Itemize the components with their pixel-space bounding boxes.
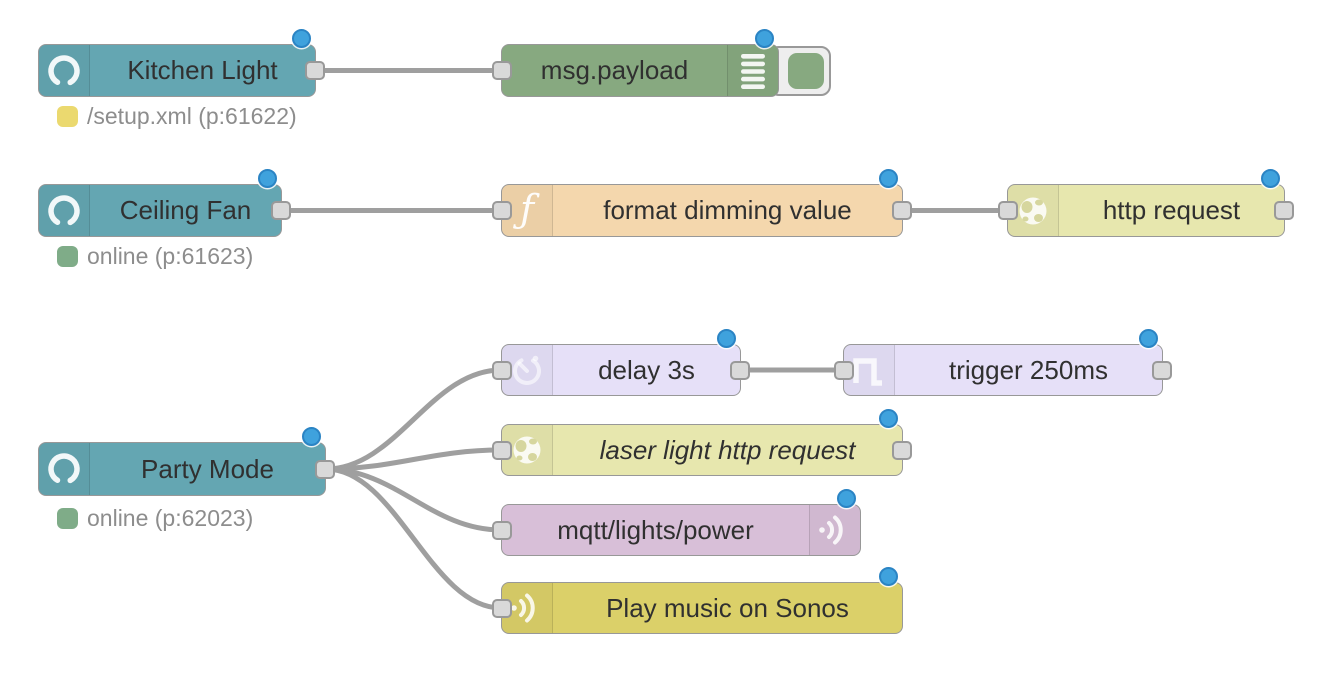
modified-indicator	[879, 169, 898, 188]
debug-list-icon	[727, 45, 778, 96]
modified-indicator	[879, 409, 898, 428]
node-label: mqtt/lights/power	[557, 514, 754, 545]
debug-toggle-button[interactable]	[769, 46, 831, 96]
modified-indicator	[755, 29, 774, 48]
modified-indicator	[292, 29, 311, 48]
modified-indicator	[1139, 329, 1158, 348]
output-port[interactable]	[1274, 201, 1294, 220]
node-delay-3s[interactable]: delay 3s	[492, 329, 750, 396]
node-kitchen-light[interactable]: Kitchen Light	[38, 29, 325, 97]
modified-indicator	[1261, 169, 1280, 188]
status-dot	[57, 246, 78, 267]
status-ceiling-fan: online (p:61623)	[57, 243, 253, 270]
node-label: Ceiling Fan	[119, 195, 252, 225]
input-port[interactable]	[492, 520, 512, 540]
node-laser-light-http-request[interactable]: laser light http request	[492, 409, 912, 476]
wire-party-to-sonos[interactable]	[323, 466, 504, 611]
status-kitchen-light: /setup.xml (p:61622)	[57, 103, 297, 130]
wire-party-to-mqtt[interactable]	[323, 466, 504, 533]
node-format-dimming-value[interactable]: ƒ format dimming value	[492, 169, 912, 237]
node-label: delay 3s	[598, 354, 695, 385]
wire-party-to-laser[interactable]	[323, 447, 504, 472]
output-port[interactable]	[305, 61, 325, 80]
node-label: Kitchen Light	[127, 55, 278, 85]
alexa-ring-icon	[39, 185, 90, 236]
svg-text:ƒ: ƒ	[513, 188, 540, 231]
node-ceiling-fan[interactable]: Ceiling Fan	[38, 169, 291, 237]
node-label: msg.payload	[540, 55, 689, 85]
alexa-ring-icon	[39, 45, 90, 96]
output-port[interactable]	[315, 459, 335, 479]
status-party-mode: online (p:62023)	[57, 505, 253, 532]
node-label: laser light http request	[599, 434, 856, 465]
input-port[interactable]	[834, 360, 854, 380]
output-port[interactable]	[1152, 360, 1172, 380]
modified-indicator	[258, 169, 277, 188]
wire-party-to-delay[interactable]	[323, 367, 504, 472]
node-label: http request	[1102, 195, 1241, 225]
node-mqtt-lights-power[interactable]: mqtt/lights/power	[492, 489, 861, 556]
node-label: format dimming value	[603, 195, 852, 225]
output-port[interactable]	[271, 201, 291, 220]
output-port[interactable]	[892, 201, 912, 220]
globe-icon	[1008, 185, 1059, 236]
status-text: /setup.xml (p:61622)	[87, 103, 297, 129]
node-play-music-on-sonos[interactable]: Play music on Sonos	[492, 567, 903, 634]
node-party-mode[interactable]: Party Mode	[38, 427, 335, 496]
node-http-request[interactable]: http request	[998, 169, 1294, 237]
debug-toggle-inner	[788, 53, 824, 89]
status-text: online (p:62023)	[87, 505, 254, 531]
pulse-icon	[844, 345, 895, 395]
function-icon: ƒ	[502, 185, 553, 236]
modified-indicator	[879, 567, 898, 586]
node-label: trigger 250ms	[949, 354, 1108, 385]
globe-icon	[502, 425, 553, 475]
modified-indicator	[717, 329, 736, 348]
status-dot	[57, 508, 78, 529]
timer-icon	[502, 345, 553, 395]
modified-indicator	[837, 489, 856, 508]
node-msg-payload[interactable]: msg.payload	[492, 29, 779, 97]
input-port[interactable]	[492, 598, 512, 618]
broadcast-icon	[809, 505, 860, 555]
status-text: online (p:61623)	[87, 243, 254, 269]
node-label: Play music on Sonos	[606, 592, 849, 623]
input-port[interactable]	[492, 440, 512, 460]
broadcast-icon	[502, 583, 553, 633]
output-port[interactable]	[730, 360, 750, 380]
input-port[interactable]	[492, 360, 512, 380]
output-port[interactable]	[892, 440, 912, 460]
input-port[interactable]	[492, 61, 512, 80]
node-label: Party Mode	[141, 453, 274, 484]
modified-indicator	[302, 427, 321, 446]
node-trigger-250ms[interactable]: trigger 250ms	[834, 329, 1172, 396]
status-dot	[57, 106, 78, 127]
alexa-ring-icon	[39, 443, 90, 495]
input-port[interactable]	[492, 201, 512, 220]
input-port[interactable]	[998, 201, 1018, 220]
